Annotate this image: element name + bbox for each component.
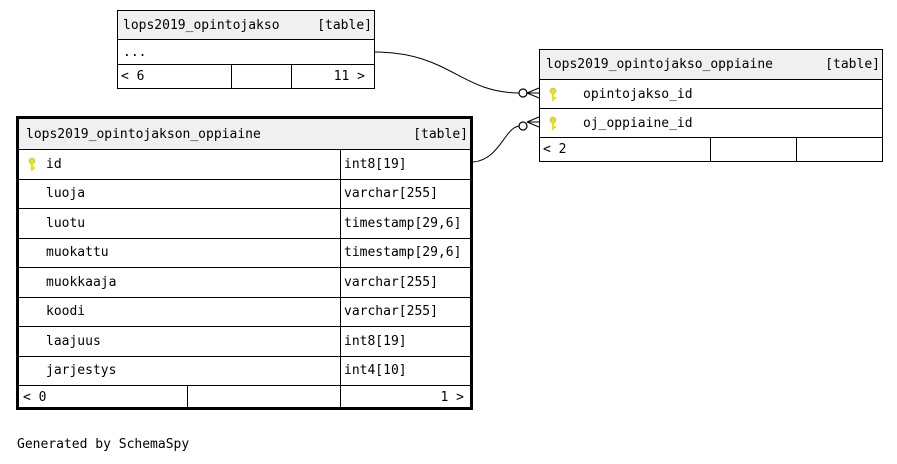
table-row: luoja varchar[255]	[19, 179, 470, 209]
footer-divider	[231, 65, 291, 88]
table-row: id int8[19]	[19, 150, 470, 180]
column-name: koodi	[46, 304, 86, 320]
table-row: ...	[118, 40, 374, 65]
column-name: luoja	[46, 186, 86, 202]
table-opintojakso[interactable]: lops2019_opintojakso [table] ... < 6 11 …	[117, 10, 375, 89]
column-type: varchar[255]	[340, 179, 470, 208]
footer-divider	[187, 386, 340, 409]
column-name: laajuus	[46, 333, 101, 349]
footer-divider	[710, 138, 796, 161]
key-icon	[28, 150, 36, 179]
crowfoot-many-marker	[526, 116, 540, 128]
column-name: luotu	[46, 215, 86, 231]
footer-divider	[291, 65, 374, 88]
column-name: muokkaaja	[46, 274, 117, 290]
table-row: jarjestys int4[10]	[19, 356, 470, 386]
footer-right-count[interactable]: 1 >	[440, 390, 464, 405]
footer-left-count[interactable]: < 0	[23, 390, 47, 405]
table-header: lops2019_opintojakso [table]	[118, 11, 374, 40]
table-row: koodi varchar[255]	[19, 297, 470, 327]
column-type: timestamp[29,6]	[340, 238, 470, 267]
key-icon	[549, 109, 557, 137]
table-footer: < 6 11 >	[118, 65, 374, 88]
column-name: oj_oppiaine_id	[583, 115, 693, 131]
table-type-tag: [table]	[317, 17, 372, 33]
relation-opintojakso-to-oppiaine	[373, 51, 521, 94]
column-type: varchar[255]	[340, 268, 470, 297]
table-title: lops2019_opintojakso_oppiaine	[546, 57, 773, 72]
crowfoot-zero-marker	[518, 121, 528, 131]
column-name: id	[46, 156, 62, 172]
footer-divider	[340, 386, 470, 409]
relation-oppiaine-to-opintojakson-oppiaine	[472, 125, 521, 163]
column-type: varchar[255]	[340, 297, 470, 326]
table-opintojakso-oppiaine[interactable]: lops2019_opintojakso_oppiaine [table] op…	[539, 49, 883, 162]
column-type: int8[19]	[340, 150, 470, 179]
column-type: int4[10]	[340, 356, 470, 385]
crowfoot-many-marker	[526, 87, 540, 99]
table-opintojakson-oppiaine[interactable]: lops2019_opintojakson_oppiaine [table] i…	[16, 116, 473, 410]
column-type: int8[19]	[340, 327, 470, 356]
key-icon	[549, 80, 557, 108]
table-footer: < 0 1 >	[19, 386, 470, 409]
table-row: muokattu timestamp[29,6]	[19, 238, 470, 268]
table-header: lops2019_opintojakson_oppiaine [table]	[19, 119, 470, 150]
table-row: opintojakso_id	[540, 80, 882, 109]
table-row: luotu timestamp[29,6]	[19, 209, 470, 239]
table-row: oj_oppiaine_id	[540, 109, 882, 138]
table-title: lops2019_opintojakso	[123, 17, 280, 33]
generated-by-label: Generated by SchemaSpy	[17, 437, 190, 452]
table-row: laajuus int8[19]	[19, 327, 470, 357]
footer-right-count[interactable]: 11 >	[333, 69, 365, 84]
table-header: lops2019_opintojakso_oppiaine [table]	[540, 50, 882, 80]
footer-left-count[interactable]: < 6	[121, 69, 145, 84]
table-title: lops2019_opintojakson_oppiaine	[26, 126, 261, 142]
footer-divider	[796, 138, 882, 161]
table-type-tag: [table]	[825, 57, 880, 72]
footer-left-count[interactable]: < 2	[543, 142, 567, 157]
crowfoot-zero-marker	[518, 88, 528, 98]
table-row: muokkaaja varchar[255]	[19, 268, 470, 298]
column-type: timestamp[29,6]	[340, 209, 470, 238]
column-name: opintojakso_id	[583, 86, 693, 102]
column-name: jarjestys	[46, 363, 117, 379]
table-type-tag: [table]	[413, 126, 468, 142]
table-footer: < 2	[540, 138, 882, 161]
ellipsis-text: ...	[123, 44, 147, 60]
column-name: muokattu	[46, 245, 109, 261]
